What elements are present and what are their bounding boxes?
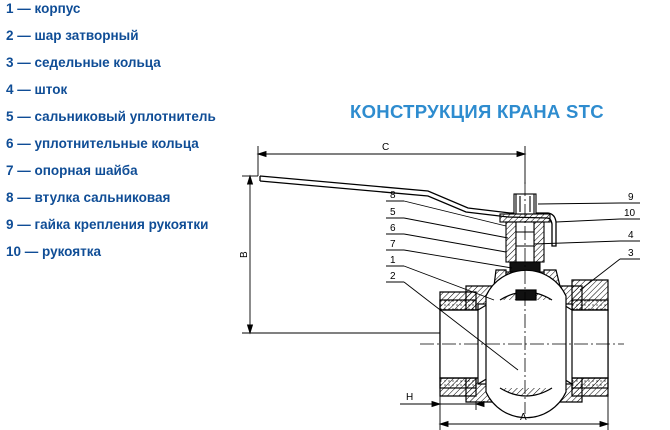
dimension-label-b: B: [239, 251, 250, 258]
legend-item-6: 6 — уплотнительные кольца: [6, 136, 199, 151]
legend-item-5: 5 — сальниковый уплотнитель: [6, 109, 216, 124]
legend-item-1: 1 — корпус: [6, 1, 81, 16]
callout-5: 5: [390, 207, 396, 218]
legend-item-10: 10 — рукоятка: [6, 244, 101, 259]
legend-item-9: 9 — гайка крепления рукоятки: [6, 217, 209, 232]
center-lines: [420, 182, 624, 414]
leader-lines: [386, 200, 640, 371]
callout-6: 6: [390, 223, 396, 234]
legend-item-3: 3 — седельные кольца: [6, 55, 161, 70]
dimension-lines: [242, 146, 610, 430]
callout-4: 4: [628, 230, 634, 241]
legend-item-4: 4 — шток: [6, 82, 68, 97]
callout-1: 1: [390, 255, 396, 266]
callout-9: 9: [628, 192, 634, 203]
callout-8: 8: [390, 190, 396, 201]
legend-item-8: 8 — втулка сальниковая: [6, 190, 171, 205]
legend-item-2: 2 — шар затворный: [6, 28, 139, 43]
legend-item-7: 7 — опорная шайба: [6, 163, 138, 178]
dimension-label-a: A: [520, 412, 527, 423]
callout-3: 3: [628, 248, 634, 259]
dimension-label-h: H: [406, 392, 413, 403]
dimension-label-c: C: [382, 142, 389, 153]
callout-2: 2: [390, 271, 396, 282]
callout-7: 7: [390, 239, 396, 250]
diagram-title: КОНСТРУКЦИЯ КРАНА STC: [350, 101, 604, 122]
parts-legend: 1 — корпус 2 — шар затворный 3 — седельн…: [6, 0, 216, 271]
callout-10: 10: [624, 208, 636, 219]
